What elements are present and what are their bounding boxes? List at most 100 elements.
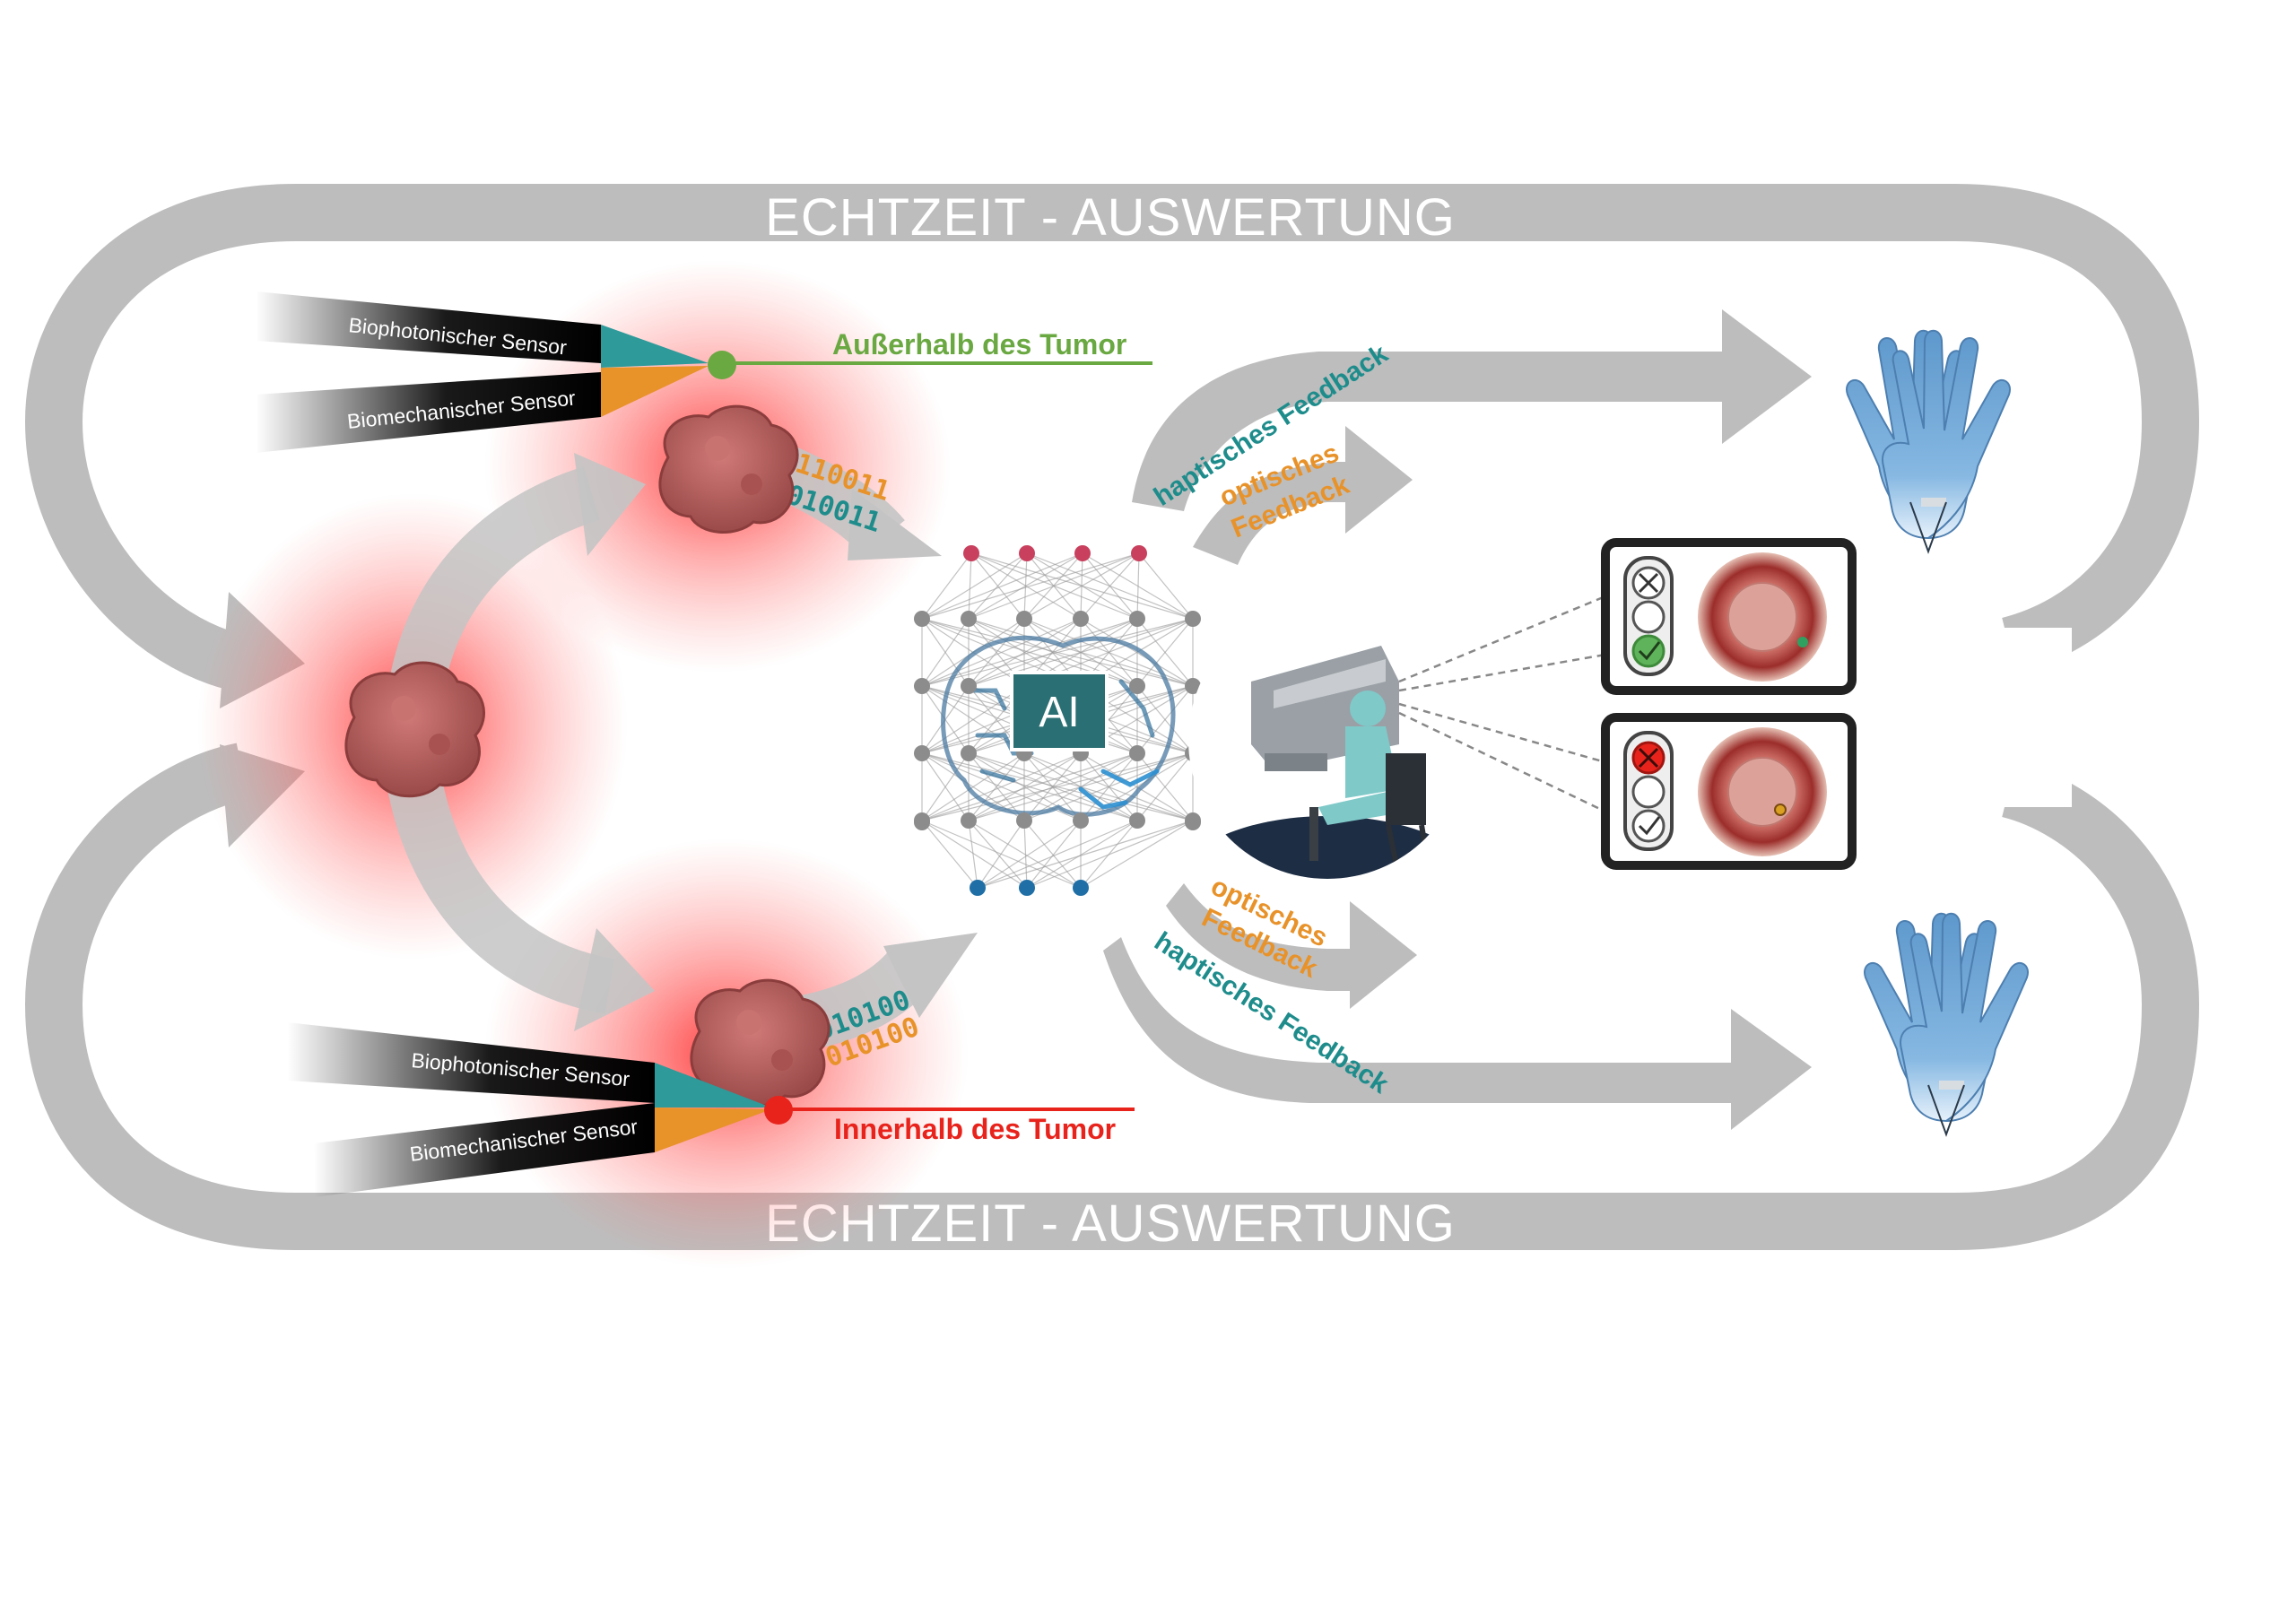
nn-edge [1138, 552, 1194, 620]
nn-edge [921, 552, 1140, 620]
nn-edge [921, 685, 970, 754]
nn-edge [921, 618, 1194, 687]
nn-hidden-node [914, 678, 930, 694]
nn-edge [1080, 820, 1138, 889]
loop-top-label: ECHTZEIT - AUSWERTUNG [765, 188, 1456, 247]
nn-edge [968, 618, 1194, 687]
nn-edge [968, 618, 1138, 687]
nn-edge [1136, 685, 1194, 754]
outside-marker [708, 351, 736, 379]
tumor-top [658, 404, 799, 534]
monitor-links [1398, 595, 1606, 813]
glove-sensor-band [1939, 1081, 1964, 1090]
nn-hidden-node [1129, 611, 1145, 627]
nn-edge [921, 618, 970, 687]
nn-edge [921, 820, 1028, 889]
nn-edge [921, 752, 1138, 821]
nn-edge [968, 618, 1025, 687]
nn-edge [977, 820, 1138, 889]
ai-label: AI [1039, 689, 1079, 736]
data-arrowhead-bottom [883, 933, 978, 1018]
data-arrowhead-top [848, 489, 942, 560]
surgical-gloves-icon [1864, 912, 2029, 1137]
nn-edge [921, 685, 1025, 754]
nn-hidden-node [1129, 812, 1145, 829]
nn-hidden-node [1073, 611, 1089, 627]
nn-edge [921, 752, 1082, 821]
inside-point [1774, 804, 1787, 816]
nn-output-node [970, 880, 986, 896]
nn-edge [1023, 552, 1140, 620]
glove-sensor-band [1921, 498, 1946, 507]
nn-input-node [1131, 545, 1147, 561]
nn-edge [921, 552, 1028, 620]
nn-edge [1080, 820, 1194, 889]
nn-input-node [1074, 545, 1091, 561]
evaluation-loop [24, 184, 2200, 1250]
nn-hidden-node [914, 814, 930, 830]
nn-edge [968, 752, 1082, 821]
nn-edge [921, 820, 1082, 889]
nn-edge [1080, 752, 1194, 821]
monitor-ok [1601, 538, 1857, 695]
nn-edge [921, 752, 1194, 821]
nn-edge [968, 618, 1082, 687]
nn-hidden-node [961, 745, 977, 761]
nn-edge [968, 820, 1082, 889]
nn-edge [968, 552, 1028, 620]
nn-input-node [963, 545, 979, 561]
nn-input-node [1019, 545, 1035, 561]
nn-edge [921, 618, 1082, 687]
nn-output-node [1073, 880, 1089, 896]
nn-edge [1136, 618, 1194, 687]
nn-edge [968, 820, 1028, 889]
tumor-bottom [690, 978, 831, 1108]
nn-hidden-node [1185, 678, 1201, 694]
glove-wire [1927, 1084, 1965, 1137]
nn-hidden-node [1129, 678, 1145, 694]
inside-marker [764, 1096, 793, 1125]
nn-edge [1136, 752, 1194, 821]
nn-edge [968, 552, 1140, 620]
nn-hidden-node [1185, 814, 1201, 830]
glove-hand [1882, 329, 2011, 540]
outside-label: Außerhalb des Tumor [832, 328, 1126, 360]
glove-wire [1909, 501, 1947, 554]
nn-hidden-node [1016, 611, 1032, 627]
nn-hidden-node [1073, 812, 1089, 829]
nn-edge [968, 552, 972, 620]
nn-edge [1023, 820, 1082, 889]
branch-arrowhead-down [574, 928, 655, 1031]
nn-hidden-node [1016, 812, 1032, 829]
nn-edge [921, 752, 1025, 821]
nn-edge [921, 752, 970, 821]
nn-hidden-node [914, 745, 930, 761]
feedback-arrows [1103, 309, 1812, 1130]
nn-edge [921, 552, 1083, 620]
surgeon-console-icon [1188, 601, 1466, 879]
nn-edge [921, 552, 972, 620]
nn-hidden-node [1129, 745, 1145, 761]
branch-arrowhead-up [574, 453, 646, 556]
ai-core [1010, 671, 1109, 751]
nn-edge [1136, 552, 1140, 620]
nn-hidden-node [914, 611, 930, 627]
monitor-alert [1601, 713, 1857, 870]
inside-label: Innerhalb des Tumor [834, 1113, 1116, 1145]
nn-edge [1026, 820, 1138, 889]
nn-edge [977, 820, 1082, 889]
nn-edge [1080, 552, 1140, 620]
nn-hidden-node [961, 611, 977, 627]
nn-hidden-node [1185, 611, 1201, 627]
surgical-gloves-icon [1846, 329, 2011, 554]
nn-edge [921, 820, 978, 889]
nn-edge [968, 552, 1083, 620]
glove-hand [1900, 912, 2029, 1123]
ai-network: AI [914, 545, 1201, 896]
outside-point [1797, 637, 1808, 647]
nn-edge [1026, 820, 1082, 889]
nn-edge [977, 820, 1194, 889]
nn-output-node [1019, 880, 1035, 896]
tumor-center [344, 661, 485, 798]
